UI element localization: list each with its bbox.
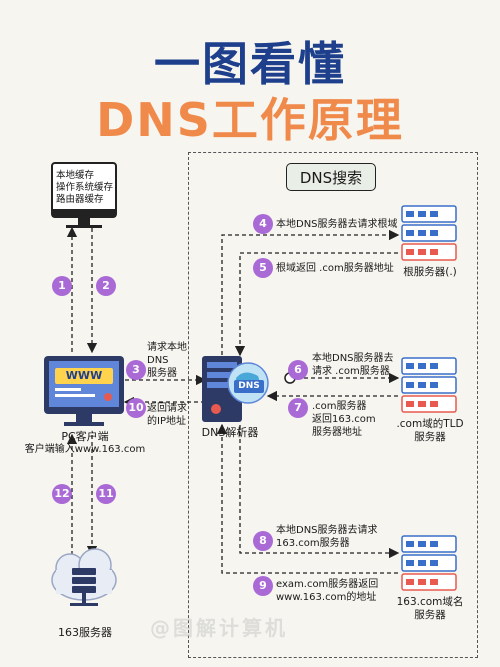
step-badge-3: 3 <box>126 360 146 380</box>
auth-server-label-1: 163.com域名 <box>396 596 464 608</box>
step-badge-1: 1 <box>52 276 72 296</box>
dns-search-label: DNS搜索 <box>286 163 376 191</box>
step-badge-11: 11 <box>96 484 116 504</box>
step10-text-1: 返回请求 <box>147 403 187 414</box>
step9-text-1: exam.com服务器返回 <box>276 579 379 590</box>
step7-text-2: 返回163.com <box>312 414 376 425</box>
step3-text-2: DNS <box>147 355 169 366</box>
tld-server-label-2: 服务器 <box>414 431 446 443</box>
resolver-label: DNS解析器 <box>201 426 259 439</box>
step7-text-1: .com服务器 <box>312 401 367 412</box>
pc-label: PC客户端 <box>61 430 109 443</box>
arrow-step-4 <box>221 229 400 355</box>
step3-text-3: 服务器 <box>147 368 177 379</box>
resolver-badge: DNS <box>238 381 260 391</box>
page-subtitle: DNS工作原理 <box>96 93 404 147</box>
step8-text-2: 163.com服务器 <box>276 538 350 549</box>
step-badge-5: 5 <box>253 258 273 278</box>
step4-text: 本地DNS服务器去请求根域 <box>276 219 398 230</box>
step-badge-8: 8 <box>253 531 273 551</box>
cloud-label: 163服务器 <box>58 626 112 639</box>
step6-text-2: 请求 .com服务器 <box>312 366 390 377</box>
step-badge-9: 9 <box>253 576 273 596</box>
monitor-line-2: 操作系统缓存 <box>56 182 114 193</box>
watermark: @图解计算机 <box>150 616 288 640</box>
step-badge-7: 7 <box>288 398 308 418</box>
step6-text-1: 本地DNS服务器去 <box>312 353 394 364</box>
step7-text-3: 服务器地址 <box>312 427 362 438</box>
auth-server-label-2: 服务器 <box>414 609 446 621</box>
dns-search-region <box>188 152 478 658</box>
root-server-label: 根服务器(.) <box>403 266 457 278</box>
page-title: 一图看懂 <box>154 37 346 91</box>
arrow-step-8 <box>239 425 400 559</box>
step5-text: 根域返回 .com服务器地址 <box>276 263 394 274</box>
pc-screen-text: WWW <box>65 369 103 382</box>
step-badge-2: 2 <box>96 276 116 296</box>
arrow-step-5 <box>234 252 398 357</box>
monitor-line-3: 路由器缓存 <box>56 194 104 205</box>
step9-text-2: www.163.com的地址 <box>276 592 377 603</box>
step-badge-10: 10 <box>126 398 146 418</box>
arrow-step-9 <box>216 423 398 574</box>
step8-text-1: 本地DNS服务器去请求 <box>276 525 378 536</box>
pc-sublabel: 客户端输入www.163.com <box>24 444 146 455</box>
step-badge-6: 6 <box>288 360 308 380</box>
step3-text-1: 请求本地 <box>147 342 187 353</box>
step-badge-12: 12 <box>52 484 72 504</box>
monitor-line-1: 本地缓存 <box>56 170 95 181</box>
step-badge-4: 4 <box>253 214 273 234</box>
tld-server-label-1: .com域的TLD <box>396 418 464 430</box>
step10-text-2: 的IP地址 <box>147 416 186 427</box>
